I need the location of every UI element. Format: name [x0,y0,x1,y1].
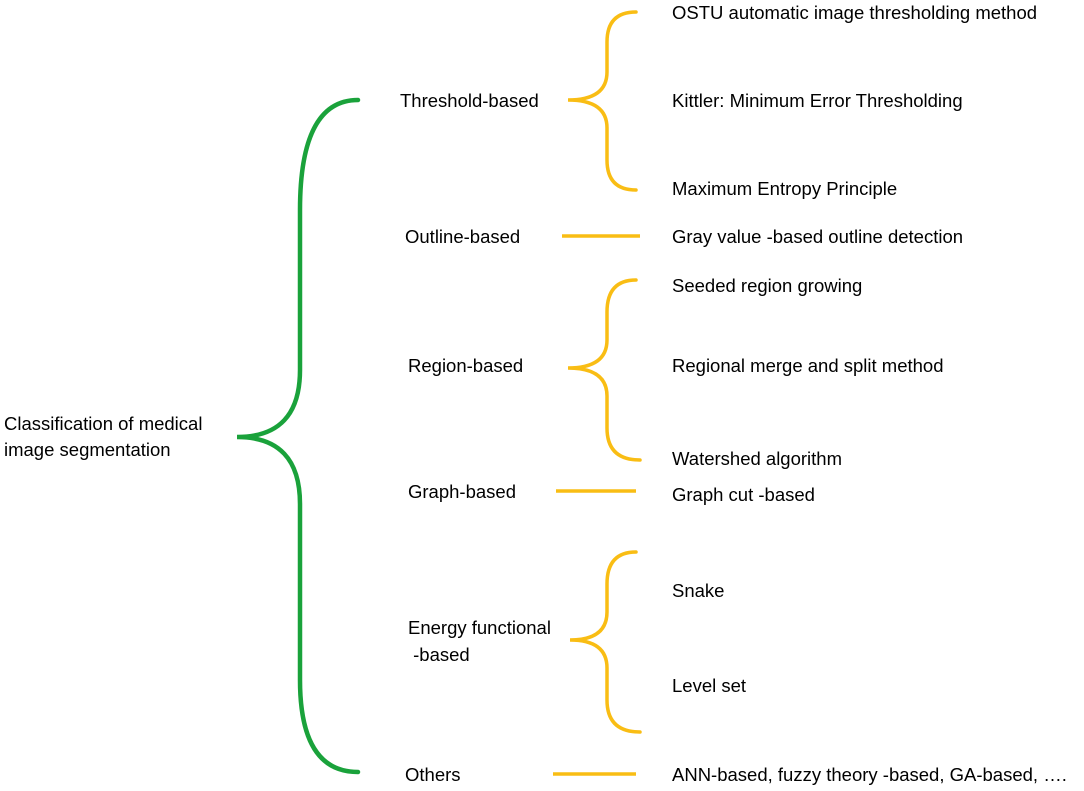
region-brace [567,278,642,462]
region-item-merge-split: Regional merge and split method [672,355,944,376]
category-others-label: Others [405,764,461,785]
category-energy-label-line2: -based [408,644,470,665]
energy-brace [569,550,642,734]
category-graph-label: Graph-based [408,481,516,502]
others-item-misc: ANN-based, fuzzy theory -based, GA-based… [672,764,1067,785]
threshold-item-ostu: OSTU automatic image thresholding method [672,2,1037,23]
category-threshold-label: Threshold-based [400,90,539,111]
threshold-item-max-entropy: Maximum Entropy Principle [672,178,897,199]
energy-item-level-set: Level set [672,675,746,696]
threshold-brace [567,10,638,192]
region-item-seeded: Seeded region growing [672,275,862,296]
root-label-line1: Classification of medical [4,413,202,434]
root-label-line2: image segmentation [4,439,171,460]
root-brace [236,97,361,775]
category-energy-label-line1: Energy functional [408,617,551,638]
graph-item-graph-cut: Graph cut -based [672,484,815,505]
outline-item-gray-value: Gray value -based outline detection [672,226,963,247]
energy-item-snake: Snake [672,580,724,601]
region-item-watershed: Watershed algorithm [672,448,842,469]
threshold-item-kittler: Kittler: Minimum Error Thresholding [672,90,963,111]
category-region-label: Region-based [408,355,523,376]
category-outline-label: Outline-based [405,226,520,247]
